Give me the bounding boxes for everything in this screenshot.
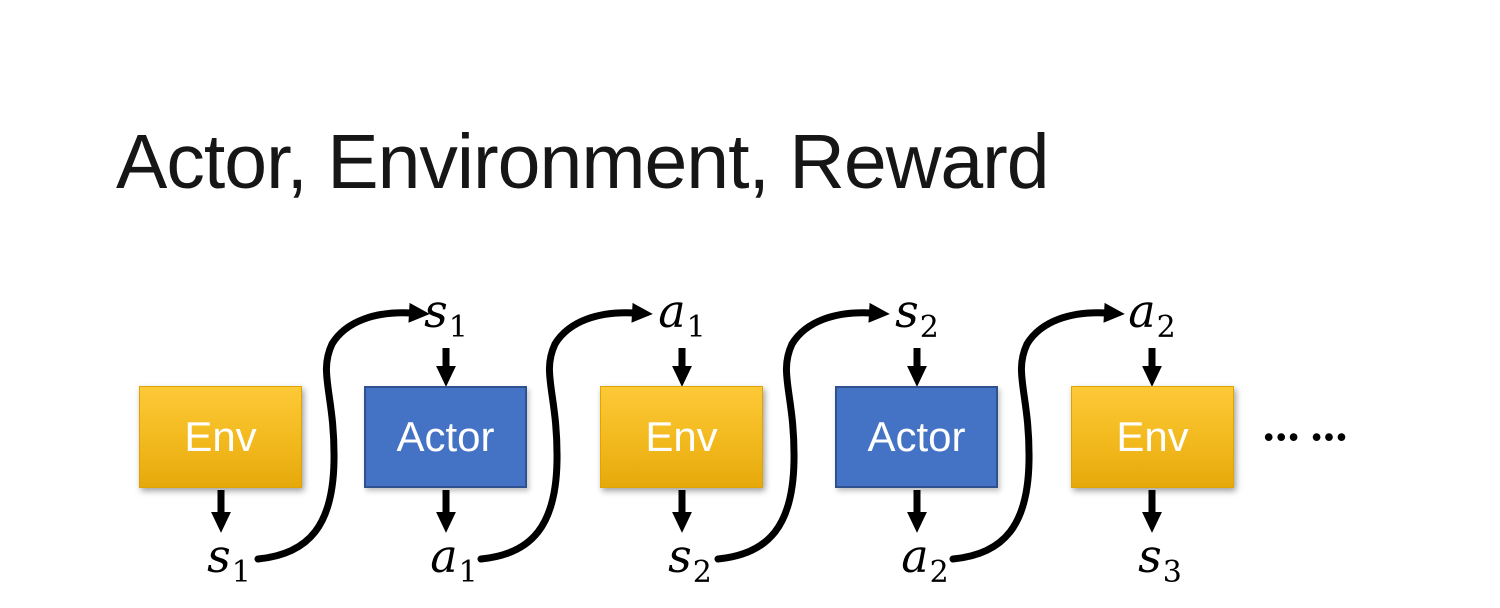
top-label-a1-sub: 1 [686,310,706,345]
actor-box-2-label: Actor [867,413,966,460]
bottom-label-a1-sub: 1 [458,555,478,590]
ellipsis: ••• ••• [1264,422,1350,452]
bottom-label-s2: s2 [668,533,712,588]
top-label-a2: a2 [1128,288,1176,343]
bottom-label-a2-base: a [901,529,929,583]
actor-box-1: Actor [364,386,527,488]
bottom-label-s3-base: s [1138,529,1162,583]
bottom-label-a1-base: a [430,529,458,583]
top-label-s2: s2 [895,288,939,343]
bottom-label-s1-sub: 1 [231,555,251,590]
env-box-2: Env [600,386,763,488]
bottom-label-s2-sub: 2 [692,555,712,590]
top-label-a2-sub: 2 [1156,310,1176,345]
top-label-a1-base: a [658,284,686,338]
top-label-a1: a1 [658,288,706,343]
top-label-s1-sub: 1 [448,310,468,345]
top-label-s2-base: s [895,284,919,338]
env-box-2-label: Env [645,413,718,460]
top-label-s1: s1 [424,288,468,343]
curve-s2-to-actor2 [714,302,890,563]
page-title: Actor, Environment, Reward [116,119,1050,205]
actor-box-1-label: Actor [396,413,495,460]
env-box-1: Env [139,386,302,488]
env-box-1-label: Env [184,413,257,460]
top-label-a2-base: a [1128,284,1156,338]
bottom-label-s2-base: s [668,529,692,583]
top-label-s2-sub: 2 [919,310,939,345]
bottom-label-s1: s1 [207,533,251,588]
actor-box-2: Actor [835,386,998,488]
bottom-label-a1: a1 [430,533,478,588]
bottom-label-s3: s3 [1138,533,1182,588]
curve-s1-to-actor1 [254,302,430,563]
bottom-label-s3-sub: 3 [1162,555,1182,590]
bottom-label-a2: a2 [901,533,949,588]
env-box-3-label: Env [1116,413,1189,460]
curve-a1-to-env2 [477,302,653,563]
bottom-label-a2-sub: 2 [929,555,949,590]
env-box-3: Env [1071,386,1234,488]
bottom-label-s1-base: s [207,529,231,583]
curve-a2-to-env3 [949,302,1125,563]
top-label-s1-base: s [424,284,448,338]
